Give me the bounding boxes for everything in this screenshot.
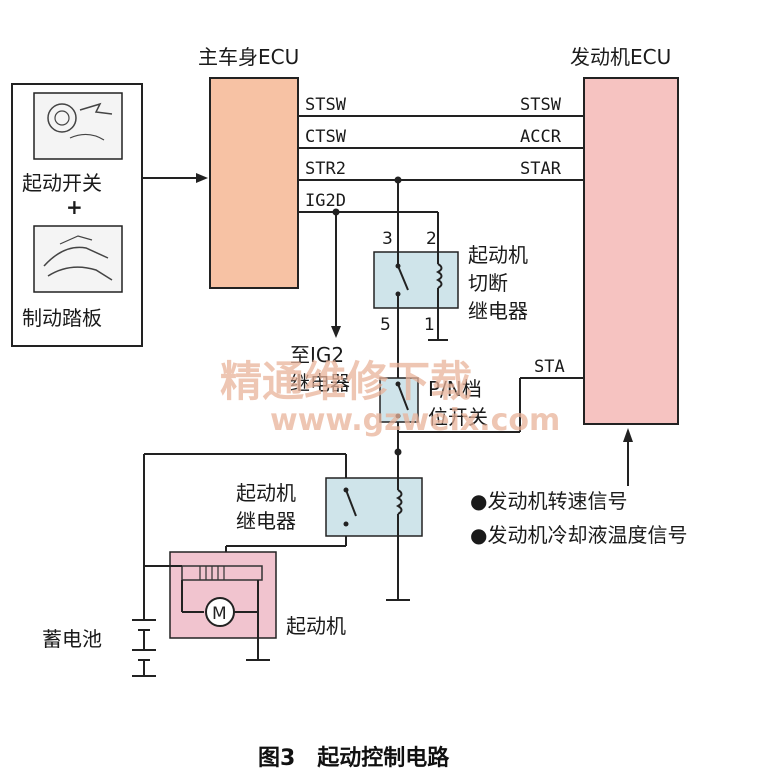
main-body-ecu [209,77,299,289]
engine-ecu-label: 发动机ECU [570,45,671,69]
plus-sign: + [66,195,83,219]
coolant-temp-signal: ●发动机冷却液温度信号 [470,523,687,547]
key-icon [47,102,113,141]
solenoid-icon [144,565,263,613]
starter-cutoff-relay [373,251,459,309]
battery-label: 蓄电池 [42,627,102,651]
brake-pedal-picture [33,225,123,293]
start-switch-picture [33,92,123,160]
arrow-head-icon [331,326,341,338]
signal-ctsw: CTSW [305,127,347,147]
cutoff-relay-label-3: 继电器 [468,299,528,323]
start-switch-label: 起动开关 [22,171,102,195]
signal-stsw-left: STSW [305,95,347,115]
motor-icon: M [205,580,259,660]
pin-1: 1 [424,315,435,335]
pin-5: 5 [380,315,391,335]
relay-switch-icon [343,487,357,527]
pin-3: 3 [382,229,393,249]
starter-relay-label-2: 继电器 [236,509,296,533]
starter-motor-label: 起动机 [286,614,346,638]
pin-2: 2 [426,229,437,249]
cutoff-relay-label-2: 切断 [468,271,508,295]
switch-contact-icon [395,381,409,419]
starter-relay-label-1: 起动机 [236,481,296,505]
starter-relay [325,477,423,537]
arrow-head-icon [623,428,633,442]
relay-coil-icon [435,252,443,308]
relay-switch-icon [395,252,409,308]
arrow-head-icon [196,173,208,183]
motor-symbol: M [212,604,227,624]
signal-star: STAR [520,159,562,179]
signal-str2: STR2 [305,159,346,179]
pn-switch-label-1: P/N档 [428,377,482,401]
cutoff-relay-label-1: 起动机 [468,243,528,267]
battery-icon [132,619,156,677]
signal-stsw-right: STSW [520,95,562,115]
signal-sta: STA [534,357,565,377]
relay-coil-icon [395,478,403,536]
engine-ecu [583,77,679,425]
junction-dot [394,448,402,456]
watermark-text: 精通维修下载 [220,357,472,406]
watermark-url: www.gzweix.com [270,403,560,438]
ig2-label-2: 继电器 [290,371,350,395]
pn-switch-label-2: 位开关 [428,405,488,429]
signal-accr: ACCR [520,127,562,147]
main-body-ecu-label: 主车身ECU [198,45,299,69]
ig2-label-1: 至IG2 [290,343,344,367]
engine-speed-signal: ●发动机转速信号 [470,489,627,513]
brake-pedal-label: 制动踏板 [22,306,102,330]
signal-ig2d: IG2D [305,191,346,211]
foot-pedal-icon [43,235,113,281]
figure-caption: 图3 起动控制电路 [258,745,450,771]
